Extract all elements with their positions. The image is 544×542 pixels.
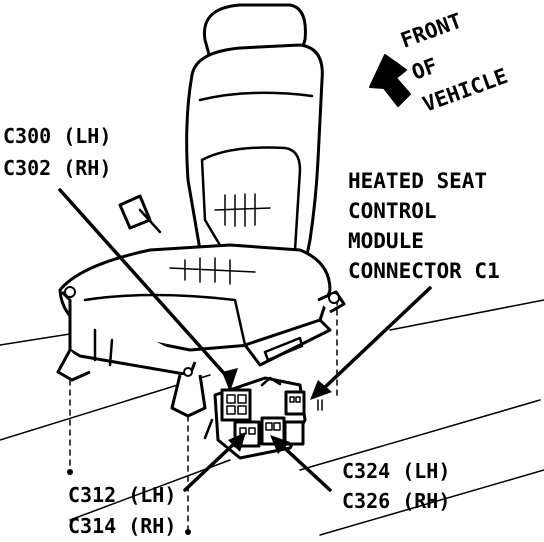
label-c326-rh: C326 (RH) xyxy=(342,489,450,513)
label-module-line4: CONNECTOR C1 xyxy=(348,259,500,283)
label-module-line2: CONTROL xyxy=(348,199,437,223)
front-of-vehicle-arrow xyxy=(369,54,411,107)
seat-cushion-stitching xyxy=(169,257,256,285)
seat-back-stitching xyxy=(214,193,271,227)
front-of-vehicle-label-1: FRONT xyxy=(398,9,466,53)
label-module-line1: HEATED SEAT xyxy=(348,169,487,193)
connector-cluster xyxy=(203,376,323,460)
mounting-bolt-guides xyxy=(64,286,340,535)
floor-lines xyxy=(0,299,544,536)
label-module-line3: MODULE xyxy=(348,229,424,253)
front-of-vehicle-label-2: OF xyxy=(409,53,441,84)
label-c314-rh: C314 (RH) xyxy=(68,514,176,538)
connector-c300-c302 xyxy=(220,388,252,422)
label-c312-lh: C312 (LH) xyxy=(68,483,176,507)
seat-back xyxy=(185,43,324,302)
seat-belt-buckle xyxy=(118,194,152,230)
connector-module-c1 xyxy=(284,390,306,416)
label-c300-lh: C300 (LH) xyxy=(3,124,111,148)
label-c324-lh: C324 (LH) xyxy=(342,459,450,483)
label-c302-rh: C302 (RH) xyxy=(3,156,111,180)
seat-back-panel xyxy=(200,146,302,264)
leader-lines xyxy=(58,188,432,492)
